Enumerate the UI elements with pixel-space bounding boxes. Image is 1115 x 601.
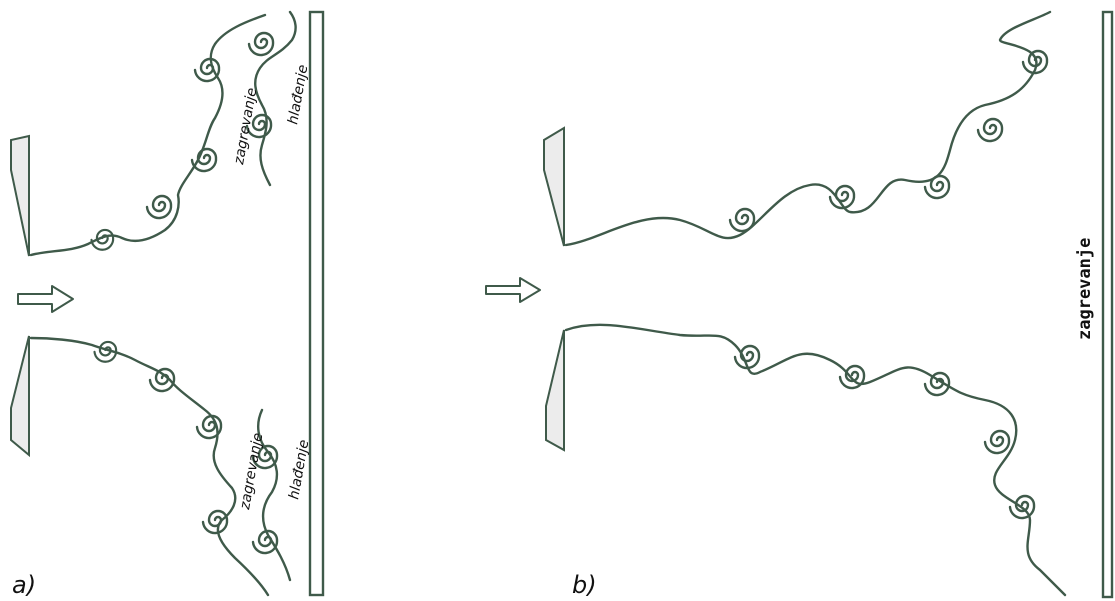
cooling-label-lower: hlađenje <box>286 439 312 501</box>
panel-a: zagrevanje hlađenje zagrevanje hlađenje … <box>10 10 325 599</box>
nozzle-lip-upper-icon <box>10 134 30 257</box>
vortex-icon <box>728 207 756 233</box>
shear-layer-lower <box>564 323 1067 597</box>
cooling-layer-upper <box>254 10 297 187</box>
vortex-icon <box>983 429 1011 455</box>
vortex-icon <box>193 57 221 83</box>
nozzle-lip-lower-icon <box>10 335 30 458</box>
shear-layer-upper <box>564 10 1052 247</box>
heating-label-upper: zagrevanje <box>231 87 260 167</box>
heating-label-lower: zagrevanje <box>237 432 266 512</box>
nozzle-lip-upper-icon <box>543 126 565 247</box>
vortex-icon <box>976 117 1004 143</box>
cooling-label-upper: hlađenje <box>285 64 311 126</box>
nozzle-lip-lower-icon <box>545 329 565 452</box>
shear-layer-upper <box>29 13 267 257</box>
panel-label-b: b) <box>572 571 597 599</box>
flow-arrow-icon <box>485 277 541 303</box>
shear-layer-lower <box>29 336 270 597</box>
vortex-icon <box>190 147 218 173</box>
panel-b: zagrevanje b) <box>485 10 1114 599</box>
impingement-wall <box>308 10 325 597</box>
vortex-icon <box>247 31 275 57</box>
flow-arrow-icon <box>17 285 74 313</box>
panel-label-a: a) <box>12 571 36 599</box>
vortex-icon <box>201 509 229 535</box>
vortex-icon <box>145 194 173 220</box>
impingement-wall <box>1101 10 1114 599</box>
vortex-icon <box>923 174 951 200</box>
heating-label: zagrevanje <box>1075 238 1095 340</box>
